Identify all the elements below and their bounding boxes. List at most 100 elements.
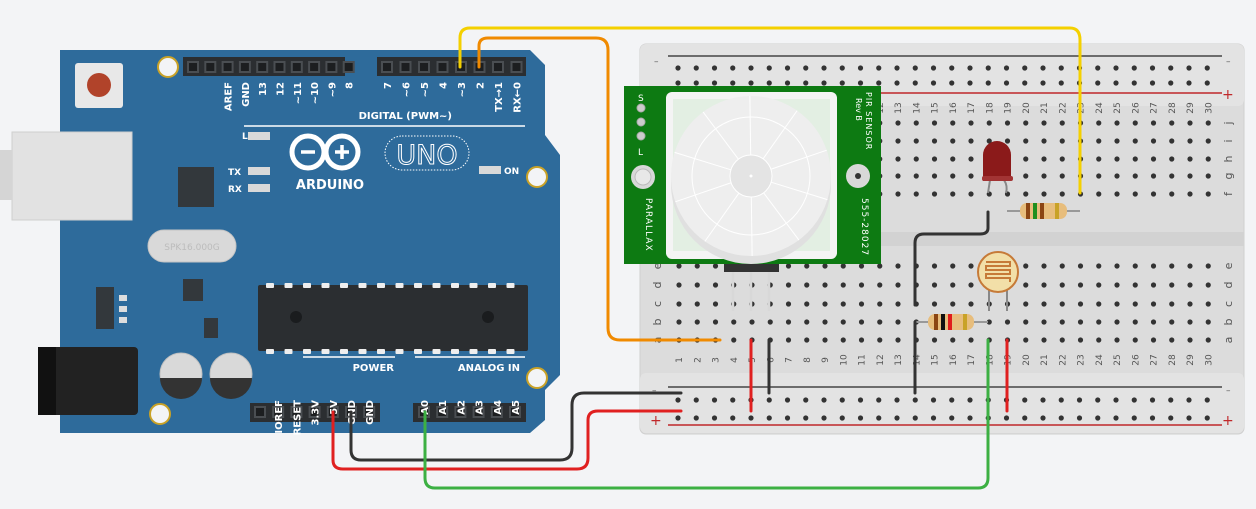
breadboard-hole[interactable] [694, 263, 700, 269]
breadboard-hole[interactable] [1132, 138, 1138, 144]
breadboard-hole[interactable] [968, 263, 974, 269]
rail-hole[interactable] [967, 397, 973, 403]
breadboard-hole[interactable] [1059, 282, 1065, 288]
breadboard-hole[interactable] [1041, 138, 1047, 144]
rail-hole[interactable] [766, 397, 772, 403]
breadboard-hole[interactable] [1150, 263, 1157, 269]
breadboard-hole[interactable] [840, 301, 846, 307]
breadboard-hole[interactable] [1096, 301, 1102, 307]
wire-red-5v[interactable] [331, 409, 683, 471]
breadboard-hole[interactable] [1150, 120, 1157, 126]
breadboard-hole[interactable] [840, 337, 846, 343]
breadboard-hole[interactable] [694, 319, 700, 325]
digital-left-pin-hole[interactable] [206, 63, 215, 71]
power-pin-hole[interactable] [274, 408, 283, 416]
breadboard-hole[interactable] [1169, 301, 1175, 307]
breadboard-hole[interactable] [950, 120, 956, 126]
breadboard-hole[interactable] [968, 282, 974, 288]
wires[interactable] [331, 26, 1082, 490]
breadboard-hole[interactable] [931, 301, 938, 307]
rail-hole[interactable] [766, 80, 772, 86]
breadboard-hole[interactable] [1205, 282, 1211, 288]
rail-hole[interactable] [1095, 397, 1101, 403]
breadboard-hole[interactable] [1059, 120, 1065, 126]
breadboard-hole[interactable] [1114, 319, 1120, 325]
breadboard-hole[interactable] [1077, 263, 1084, 269]
breadboard-hole[interactable] [1059, 138, 1065, 144]
breadboard-hole[interactable] [1041, 337, 1047, 343]
rail-hole[interactable] [930, 415, 937, 421]
breadboard-hole[interactable] [1004, 319, 1011, 325]
breadboard-hole[interactable] [895, 173, 901, 179]
power-pin-hole[interactable] [365, 408, 374, 416]
breadboard-hole[interactable] [950, 301, 956, 307]
rail-hole[interactable] [930, 397, 937, 403]
wire-orange-d2[interactable] [477, 36, 722, 342]
rail-hole[interactable] [949, 80, 955, 86]
rail-hole[interactable] [1113, 65, 1119, 71]
rail-hole[interactable] [1095, 415, 1101, 421]
breadboard-hole[interactable] [804, 282, 810, 288]
rail-hole[interactable] [1149, 397, 1156, 403]
breadboard-hole[interactable] [1041, 120, 1047, 126]
reset-button-cap[interactable] [87, 73, 111, 97]
breadboard-hole[interactable] [1187, 282, 1193, 288]
breadboard-hole[interactable] [1041, 173, 1047, 179]
rail-hole[interactable] [784, 397, 791, 403]
breadboard-hole[interactable] [931, 263, 938, 269]
rail-hole[interactable] [821, 65, 827, 71]
digital-left-pin-hole[interactable] [327, 63, 336, 71]
rail-hole[interactable] [803, 65, 809, 71]
digital-left-pin-hole[interactable] [292, 63, 301, 71]
rail-hole[interactable] [711, 80, 718, 86]
breadboard-hole[interactable] [895, 191, 901, 197]
rail-hole[interactable] [1095, 65, 1101, 71]
rail-hole[interactable] [675, 65, 681, 71]
breadboard-hole[interactable] [1205, 337, 1211, 343]
rail-hole[interactable] [821, 397, 827, 403]
breadboard-hole[interactable] [1132, 191, 1138, 197]
breadboard-hole[interactable] [1023, 156, 1029, 162]
breadboard-hole[interactable] [712, 263, 719, 269]
rail-hole[interactable] [784, 80, 791, 86]
breadboard-hole[interactable] [1096, 138, 1102, 144]
rail-hole[interactable] [1168, 415, 1174, 421]
rail-hole[interactable] [1058, 80, 1064, 86]
wire-yellow-d3[interactable] [458, 26, 1082, 195]
rail-hole[interactable] [1022, 397, 1028, 403]
breadboard-hole[interactable] [1169, 138, 1175, 144]
rail-hole[interactable] [1022, 65, 1028, 71]
rail-hole[interactable] [784, 415, 791, 421]
breadboard-hole[interactable] [1114, 120, 1120, 126]
digital-right-pin-hole[interactable] [383, 63, 391, 71]
breadboard-hole[interactable] [1205, 263, 1211, 269]
rail-hole[interactable] [1204, 415, 1210, 421]
rail-hole[interactable] [949, 65, 955, 71]
rail-hole[interactable] [1058, 397, 1064, 403]
rail-hole[interactable] [1040, 397, 1046, 403]
breadboard-hole[interactable] [877, 301, 883, 307]
breadboard-hole[interactable] [822, 282, 828, 288]
breadboard-hole[interactable] [895, 301, 901, 307]
rail-hole[interactable] [1022, 80, 1028, 86]
breadboard-hole[interactable] [1150, 301, 1157, 307]
digital-right-pin-hole[interactable] [494, 63, 502, 71]
digital-left-pin-hole[interactable] [310, 63, 319, 71]
rail-hole[interactable] [839, 415, 845, 421]
breadboard-hole[interactable] [895, 138, 901, 144]
breadboard-hole[interactable] [986, 120, 992, 126]
rail-hole[interactable] [912, 65, 918, 71]
breadboard-hole[interactable] [1041, 263, 1047, 269]
breadboard-hole[interactable] [1150, 282, 1157, 288]
rail-hole[interactable] [912, 80, 918, 86]
breadboard-hole[interactable] [676, 282, 682, 288]
wire-green-a0[interactable] [423, 338, 990, 490]
breadboard-hole[interactable] [1114, 138, 1120, 144]
rail-hole[interactable] [1149, 80, 1156, 86]
rail-hole[interactable] [876, 80, 882, 86]
rail-hole[interactable] [894, 80, 900, 86]
breadboard-hole[interactable] [1132, 156, 1138, 162]
rail-hole[interactable] [1131, 80, 1137, 86]
digital-right-pin-hole[interactable] [438, 63, 447, 71]
breadboard-hole[interactable] [712, 282, 719, 288]
